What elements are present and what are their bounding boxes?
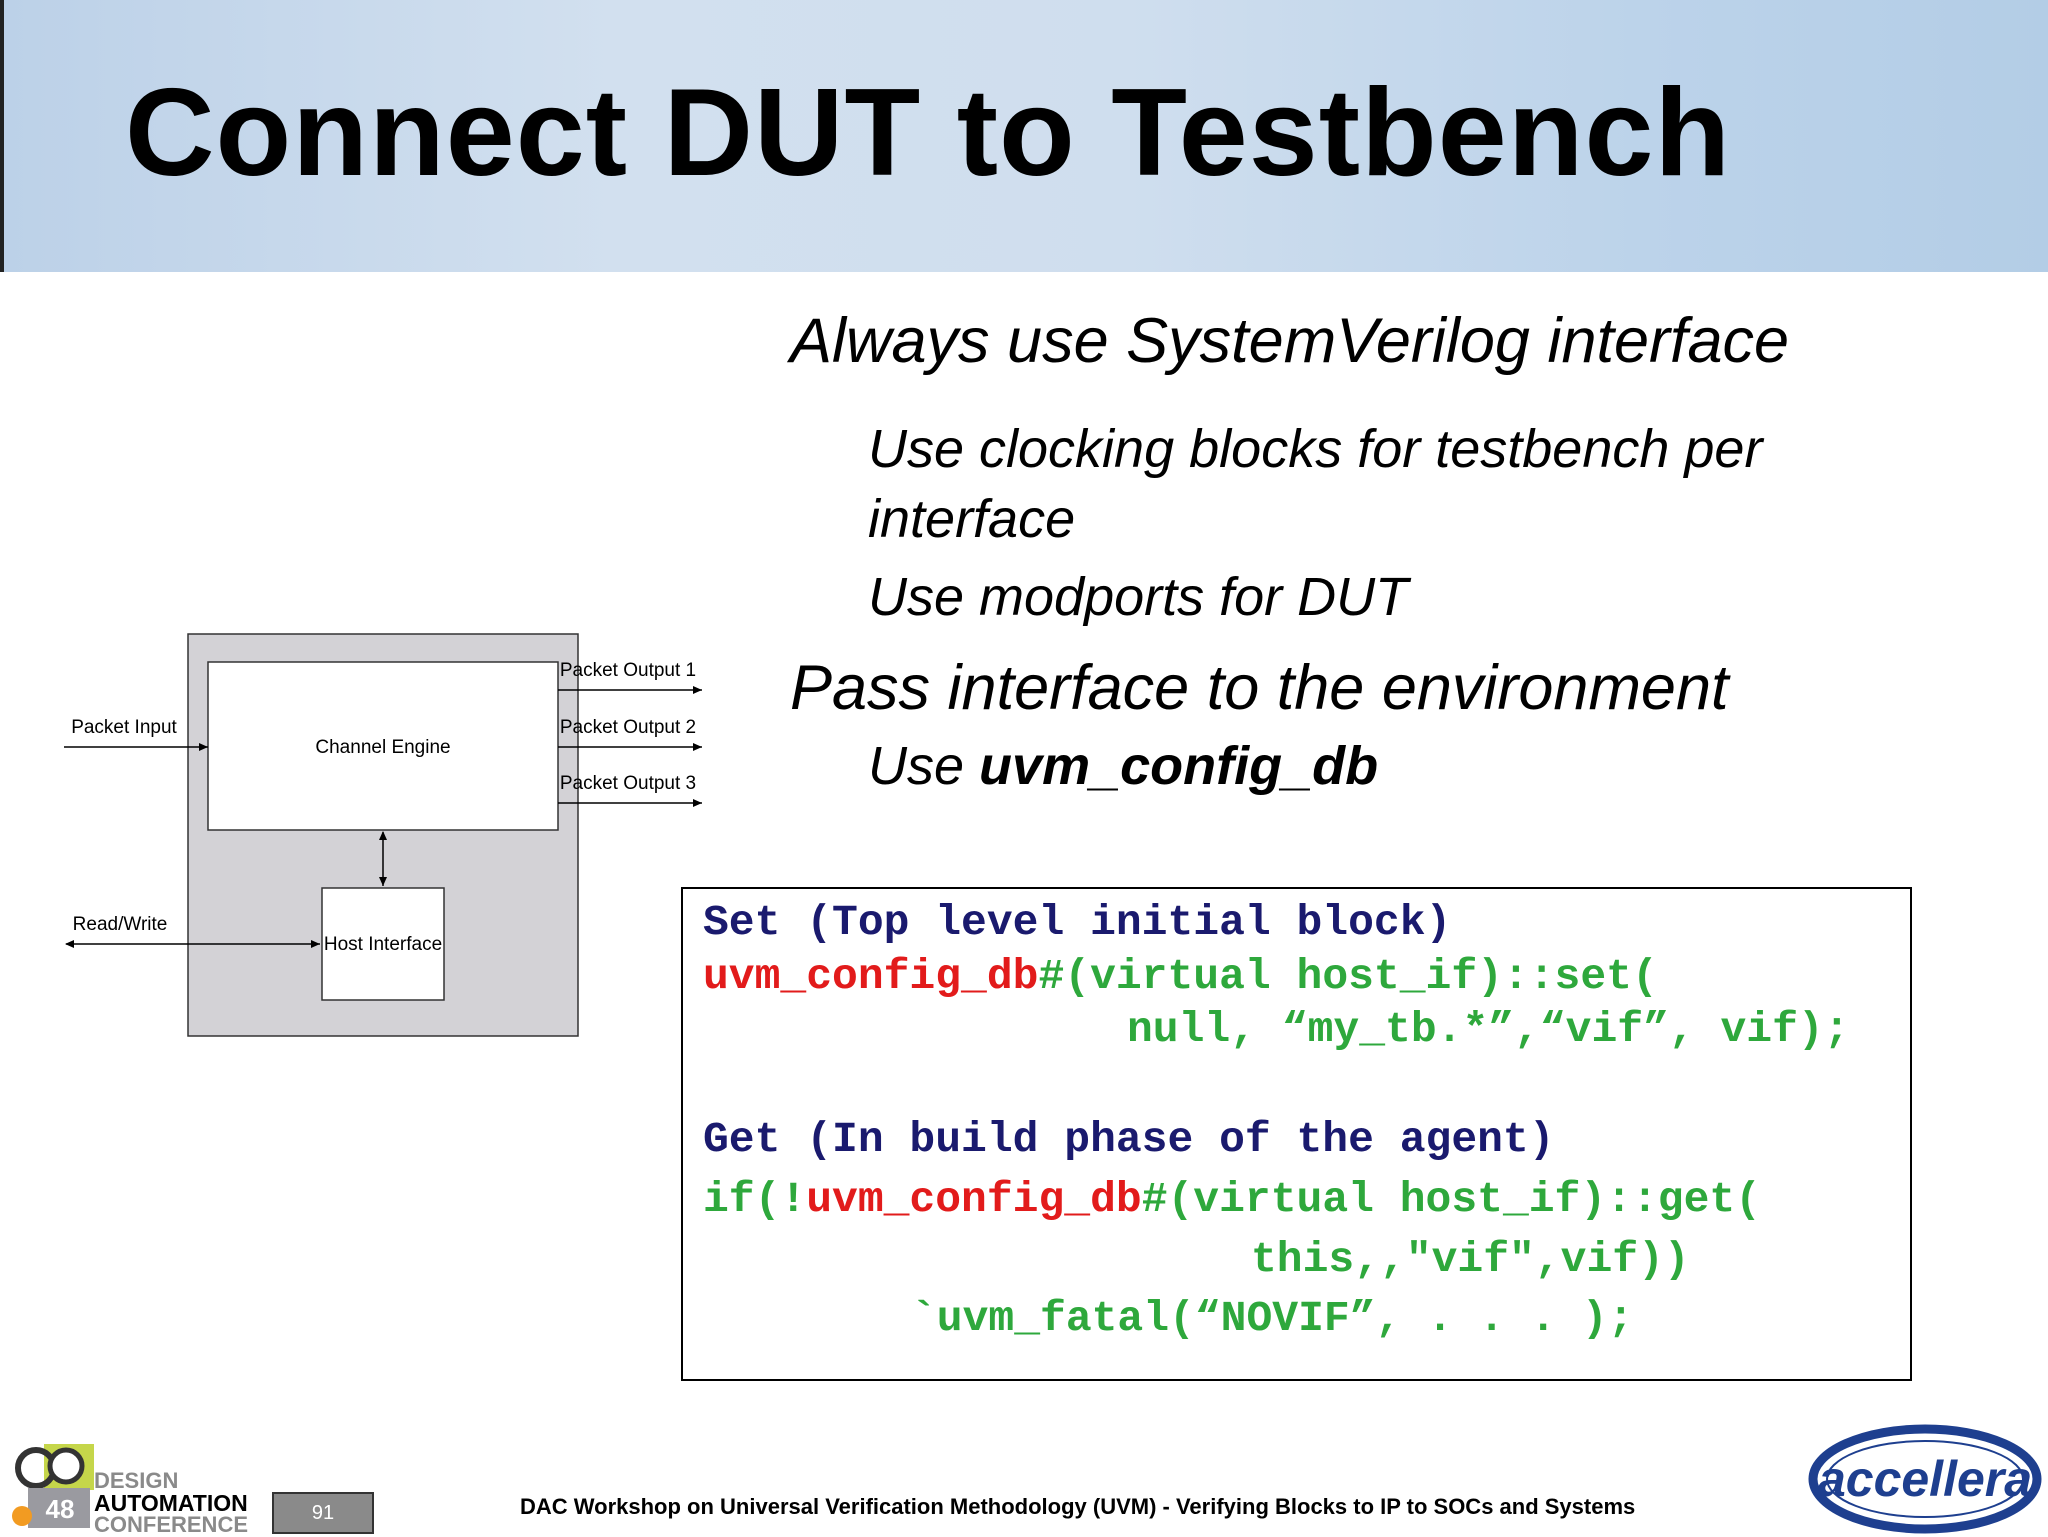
host-interface-label: Host Interface xyxy=(324,934,442,955)
accellera-logo-text: accellera xyxy=(1818,1451,2032,1507)
packet-output-1-label: Packet Output 1 xyxy=(560,660,696,681)
accellera-logo: accellera xyxy=(1808,1424,2042,1534)
code-token-if: if(! xyxy=(703,1175,807,1224)
dac-logo-number: 48 xyxy=(46,1494,75,1524)
slide-title: Connect DUT to Testbench xyxy=(125,64,1732,202)
code-token-get-call: #(virtual host_if)::get( xyxy=(1141,1175,1761,1224)
channel-engine-label: Channel Engine xyxy=(315,737,450,758)
bullet-bold-term: uvm_config_db xyxy=(979,736,1379,796)
bullet-systemverilog-interface: Always use SystemVerilog interface xyxy=(790,306,1790,376)
dac-logo-line-2: AUTOMATION xyxy=(94,1490,248,1516)
dac-logo-line-1: DESIGN xyxy=(94,1468,179,1493)
code-token-config-db: uvm_config_db xyxy=(806,1175,1142,1224)
code-token-set-call: #(virtual host_if)::set( xyxy=(1038,952,1658,1001)
code-box: Set (Top level initial block) uvm_config… xyxy=(681,887,1912,1381)
code-get-line-1: if(!uvm_config_db#(virtual host_if)::get… xyxy=(703,1174,1761,1226)
packet-input-label: Packet Input xyxy=(71,717,177,738)
bullet-pass-interface: Pass interface to the environment xyxy=(790,653,1729,723)
dac-logo-line-3: CONFERENCE xyxy=(94,1512,249,1537)
code-set-line-1: uvm_config_db#(virtual host_if)::set( xyxy=(703,951,1658,1003)
code-get-heading: Get (In build phase of the agent) xyxy=(703,1115,1555,1164)
bullet-modports: Use modports for DUT xyxy=(868,567,1409,627)
code-get-line-3: `uvm_fatal(“NOVIF”, . . . ); xyxy=(911,1294,1634,1343)
channel-engine-box xyxy=(207,661,559,831)
bullet-uvm-config-db: Use uvm_config_db xyxy=(868,735,1378,797)
footer-workshop-text: DAC Workshop on Universal Verification M… xyxy=(520,1494,1636,1519)
read-write-label: Read/Write xyxy=(73,914,168,935)
page-number: 91 xyxy=(272,1492,374,1534)
packet-output-3-label: Packet Output 3 xyxy=(560,773,696,794)
code-set-heading: Set (Top level initial block) xyxy=(703,898,1452,947)
code-get-line-2: this,,"vif",vif)) xyxy=(1251,1235,1690,1284)
dac-logo: 48 DESIGN AUTOMATION CONFERENCE xyxy=(8,1440,258,1536)
bullet-prefix: Use xyxy=(868,736,980,796)
code-set-line-2: null, “my_tb.*”,“vif”, vif); xyxy=(1127,1005,1850,1054)
title-banner xyxy=(0,0,2048,272)
packet-output-2-label: Packet Output 2 xyxy=(560,717,696,738)
bullet-clocking-blocks: Use clocking blocks for testbench per in… xyxy=(868,419,1763,549)
code-token-config-db: uvm_config_db xyxy=(703,952,1039,1001)
host-interface-box xyxy=(321,887,445,1001)
dac-logo-mark: 48 xyxy=(12,1444,94,1528)
dut-block-diagram: Channel Engine Host Interface Packet Inp… xyxy=(64,633,702,1037)
